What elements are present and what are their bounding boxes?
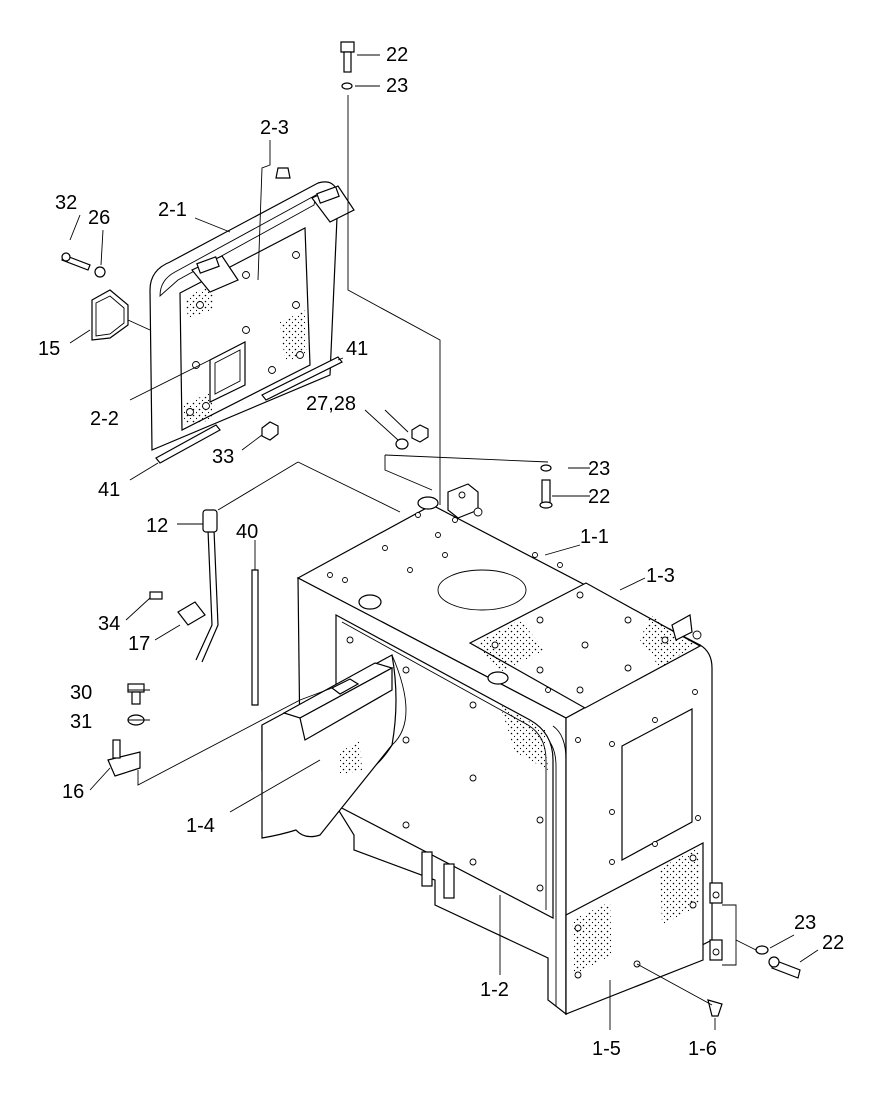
callout-40: 40 <box>236 521 258 543</box>
callout-26: 26 <box>88 207 110 229</box>
callout-2-1: 2-1 <box>158 199 187 221</box>
top-cover-plate <box>468 582 702 709</box>
callout-1-5: 1-5 <box>592 1038 621 1060</box>
callout-1-3: 1-3 <box>646 565 675 587</box>
callout-33: 33 <box>212 446 234 468</box>
callout-22-top: 22 <box>386 44 408 66</box>
callout-labels: 22 23 2-3 32 26 2-1 15 41 2-2 27,28 33 4… <box>38 44 844 1060</box>
callout-1-4: 1-4 <box>186 815 215 837</box>
top-hinge-bracket <box>447 483 483 519</box>
callout-34: 34 <box>98 613 120 635</box>
callout-2-2: 2-2 <box>90 408 119 430</box>
callout-15: 15 <box>38 338 60 360</box>
callout-2-3: 2-3 <box>260 117 289 139</box>
seal-strips <box>155 356 343 464</box>
callout-22-low: 22 <box>822 932 844 954</box>
callout-1-2: 1-2 <box>480 979 509 1001</box>
callout-1-1: 1-1 <box>580 526 609 548</box>
callout-32: 32 <box>55 192 77 214</box>
callout-23-low: 23 <box>794 912 816 934</box>
side-bracket-pair <box>709 882 723 961</box>
callout-41-right: 41 <box>346 338 368 360</box>
callout-23-mid: 23 <box>588 458 610 480</box>
callout-30: 30 <box>70 682 92 704</box>
callout-17: 17 <box>128 633 150 655</box>
fasteners <box>61 41 801 1017</box>
callout-1-6: 1-6 <box>688 1038 717 1060</box>
detail-bubble-1-4 <box>261 654 407 839</box>
callout-16: 16 <box>62 781 84 803</box>
leader-lines <box>69 54 819 1030</box>
front-lower-plate <box>565 842 704 1015</box>
callout-27-28: 27,28 <box>306 393 356 415</box>
callout-31: 31 <box>70 711 92 733</box>
rod-assembly <box>107 509 259 777</box>
cover-box-15 <box>91 289 129 341</box>
callout-22-mid: 22 <box>588 486 610 508</box>
callout-12: 12 <box>146 515 168 537</box>
callout-41-left: 41 <box>98 479 120 501</box>
callout-23-top: 23 <box>386 75 408 97</box>
